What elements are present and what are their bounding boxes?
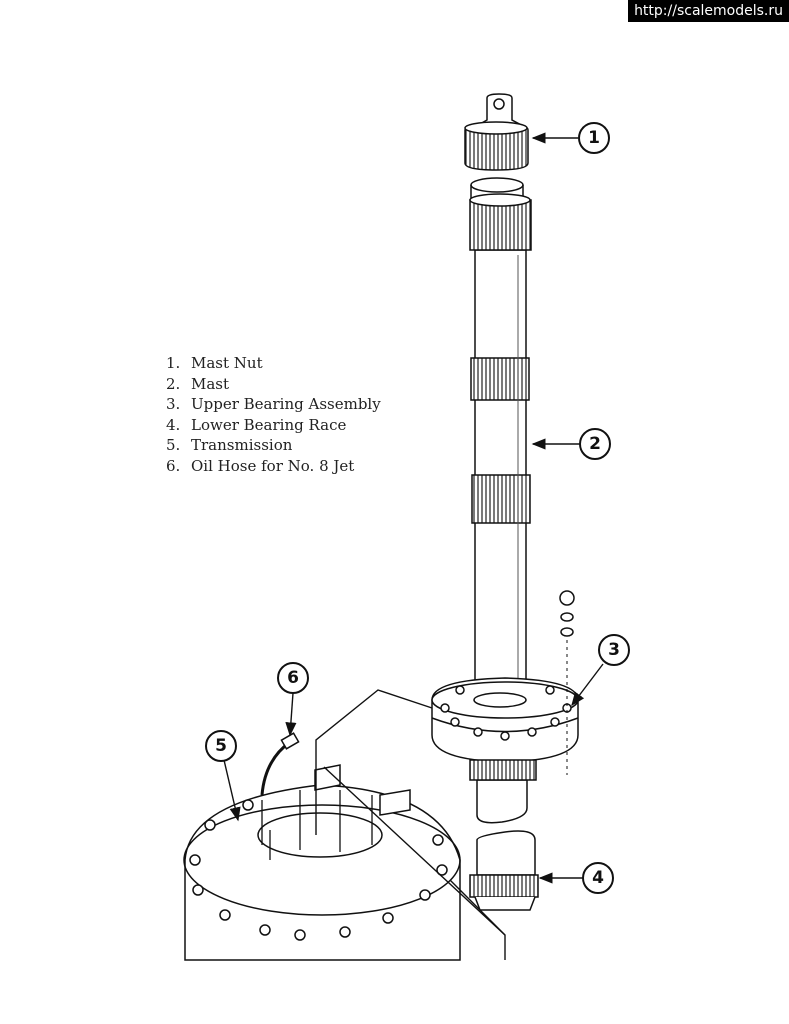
upper-bearing-assembly <box>431 590 579 781</box>
transmission-housing <box>183 764 461 961</box>
mast-shaft <box>469 177 532 824</box>
callout-3: 3 <box>598 634 630 666</box>
legend-item-lower-bearing-race: 4.Lower Bearing Race <box>166 415 347 434</box>
svg-text:1: 1 <box>588 128 600 148</box>
callout-6: 6 <box>277 662 309 694</box>
legend-item-upper-bearing: 3.Upper Bearing Assembly <box>166 395 381 414</box>
callout-1: 1 <box>578 122 610 154</box>
watermark-url: http://scalemodels.ru <box>628 0 789 22</box>
mast-nut <box>464 93 529 171</box>
leader-lines <box>223 132 604 960</box>
callout-2: 2 <box>579 428 611 460</box>
lower-bearing-race <box>469 830 539 911</box>
legend-item-mast-nut: 1.Mast Nut <box>166 354 263 372</box>
svg-text:3: 3 <box>608 640 620 660</box>
legend-item-mast: 2.Mast <box>166 374 230 393</box>
callout-5: 5 <box>205 730 237 762</box>
svg-text:6: 6 <box>287 668 299 688</box>
svg-text:4: 4 <box>592 868 604 888</box>
legend-item-oil-hose: 6.Oil Hose for No. 8 Jet <box>166 456 355 475</box>
legend-item-transmission: 5.Transmission <box>166 436 293 455</box>
oil-hose <box>260 732 300 796</box>
callout-4: 4 <box>582 862 614 894</box>
svg-text:5: 5 <box>215 736 227 756</box>
svg-text:2: 2 <box>589 434 601 454</box>
parts-legend: 1.Mast Nut 2.Mast 3.Upper Bearing Assemb… <box>166 353 381 477</box>
